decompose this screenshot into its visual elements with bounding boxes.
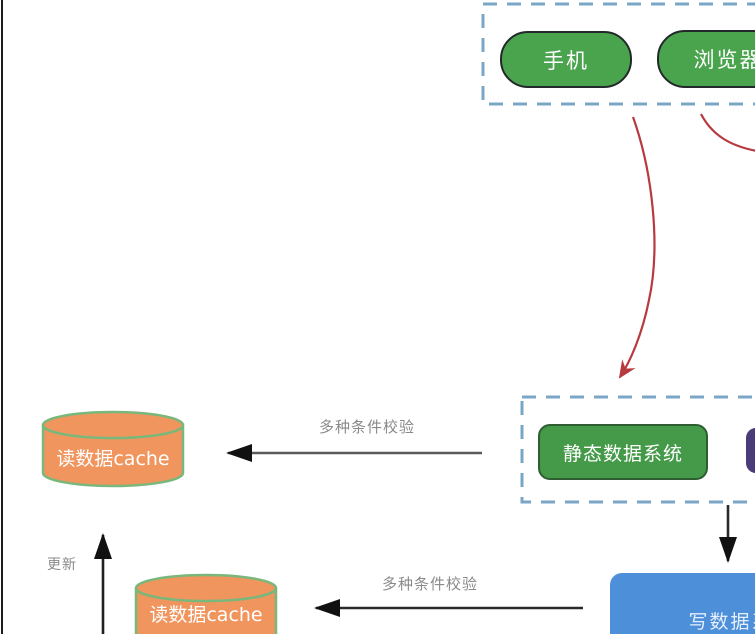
edge-label-update: 更新 (47, 557, 77, 573)
node-write-system[interactable]: 写数据系统 (610, 573, 755, 634)
node-phone[interactable]: 手机 (500, 31, 632, 88)
canvas-edge-line (1, 0, 3, 634)
edge-label-validation-bottom: 多种条件校验 (381, 575, 478, 593)
node-browser[interactable]: 浏览器 (657, 30, 755, 88)
node-static-data-system-label: 静态数据系统 (562, 442, 683, 465)
node-partial-purple[interactable] (746, 428, 755, 473)
node-write-system-label: 写数据系统 (688, 611, 755, 633)
static-group-box (520, 395, 755, 504)
node-phone-label: 手机 (543, 48, 589, 73)
node-read-cache-top-label: 读数据cache (56, 448, 170, 470)
node-read-cache-bottom-label: 读数据cache (149, 604, 263, 626)
clients-group-box (481, 2, 755, 106)
node-browser-label: 浏览器 (693, 48, 755, 72)
node-static-data-system[interactable]: 静态数据系统 (538, 424, 708, 480)
cylinder-shape (41, 410, 185, 488)
arrow-clients-to-static (618, 116, 656, 379)
arrow-clients-offscreen (700, 113, 755, 152)
edge-label-validation-top: 多种条件校验 (318, 418, 415, 436)
cylinder-shape (134, 573, 278, 634)
node-read-cache-bottom[interactable]: 读数据cache (132, 573, 280, 634)
node-read-cache-top[interactable]: 读数据cache (40, 410, 186, 490)
